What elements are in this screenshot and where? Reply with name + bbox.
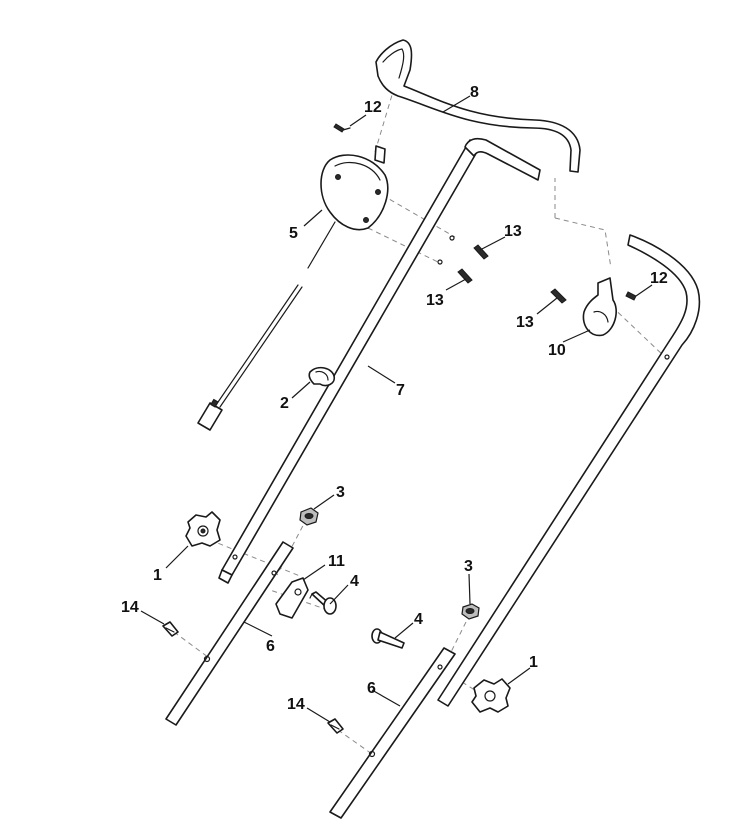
- lower-handle-6-right: [329, 647, 456, 819]
- screw-13-right: [550, 288, 567, 304]
- bracket-11: [275, 577, 309, 619]
- star-knob-1-left: [185, 511, 221, 547]
- lever-10: [582, 277, 617, 337]
- leader-lines: [140, 95, 653, 723]
- callout-4-left: 4: [350, 573, 359, 590]
- screw-13-upper: [473, 244, 489, 260]
- callout-labels: 8 12 5 13 13 12 13 10 2 7 3 1 11 4 14 6 …: [121, 84, 668, 713]
- callout-2: 2: [280, 395, 289, 412]
- bolt-4-right: [371, 628, 405, 649]
- callout-5: 5: [289, 225, 298, 242]
- callout-10: 10: [548, 342, 566, 359]
- callout-1-right: 1: [529, 654, 538, 671]
- callout-13-upper: 13: [504, 223, 522, 240]
- callout-3-left: 3: [336, 484, 345, 501]
- callout-6-left: 6: [266, 638, 275, 655]
- screw-12-right: [625, 291, 637, 301]
- upper-handle-7: [218, 137, 541, 584]
- lower-handle-6-left: [165, 541, 294, 726]
- screw-14-left: [162, 621, 179, 637]
- screw-12-top: [333, 123, 351, 133]
- bail-bar-8: [375, 39, 581, 173]
- screw-13-lower: [457, 268, 473, 284]
- assembly-lines: [173, 94, 666, 755]
- callout-11: 11: [328, 553, 345, 570]
- control-box-5: [197, 145, 389, 431]
- callout-12-right: 12: [650, 270, 668, 287]
- star-knob-1-right: [471, 678, 511, 713]
- callout-12-top: 12: [364, 99, 382, 116]
- bolt-4-left: [309, 591, 337, 615]
- callout-1-left: 1: [153, 567, 162, 584]
- callout-14-right: 14: [287, 696, 305, 713]
- nut-3-right: [461, 603, 480, 620]
- callout-3-right: 3: [464, 558, 473, 575]
- cable-clip-2: [308, 366, 336, 387]
- callout-7: 7: [396, 382, 405, 399]
- upper-handle-right: [437, 234, 701, 707]
- callout-14-left: 14: [121, 599, 139, 616]
- callout-13-lower: 13: [426, 292, 444, 309]
- nut-3-left: [299, 507, 319, 526]
- callout-13-right: 13: [516, 314, 534, 331]
- callout-6-right: 6: [367, 680, 376, 697]
- callout-4-right: 4: [414, 611, 423, 628]
- screw-14-right: [327, 718, 344, 734]
- callout-8: 8: [470, 84, 479, 101]
